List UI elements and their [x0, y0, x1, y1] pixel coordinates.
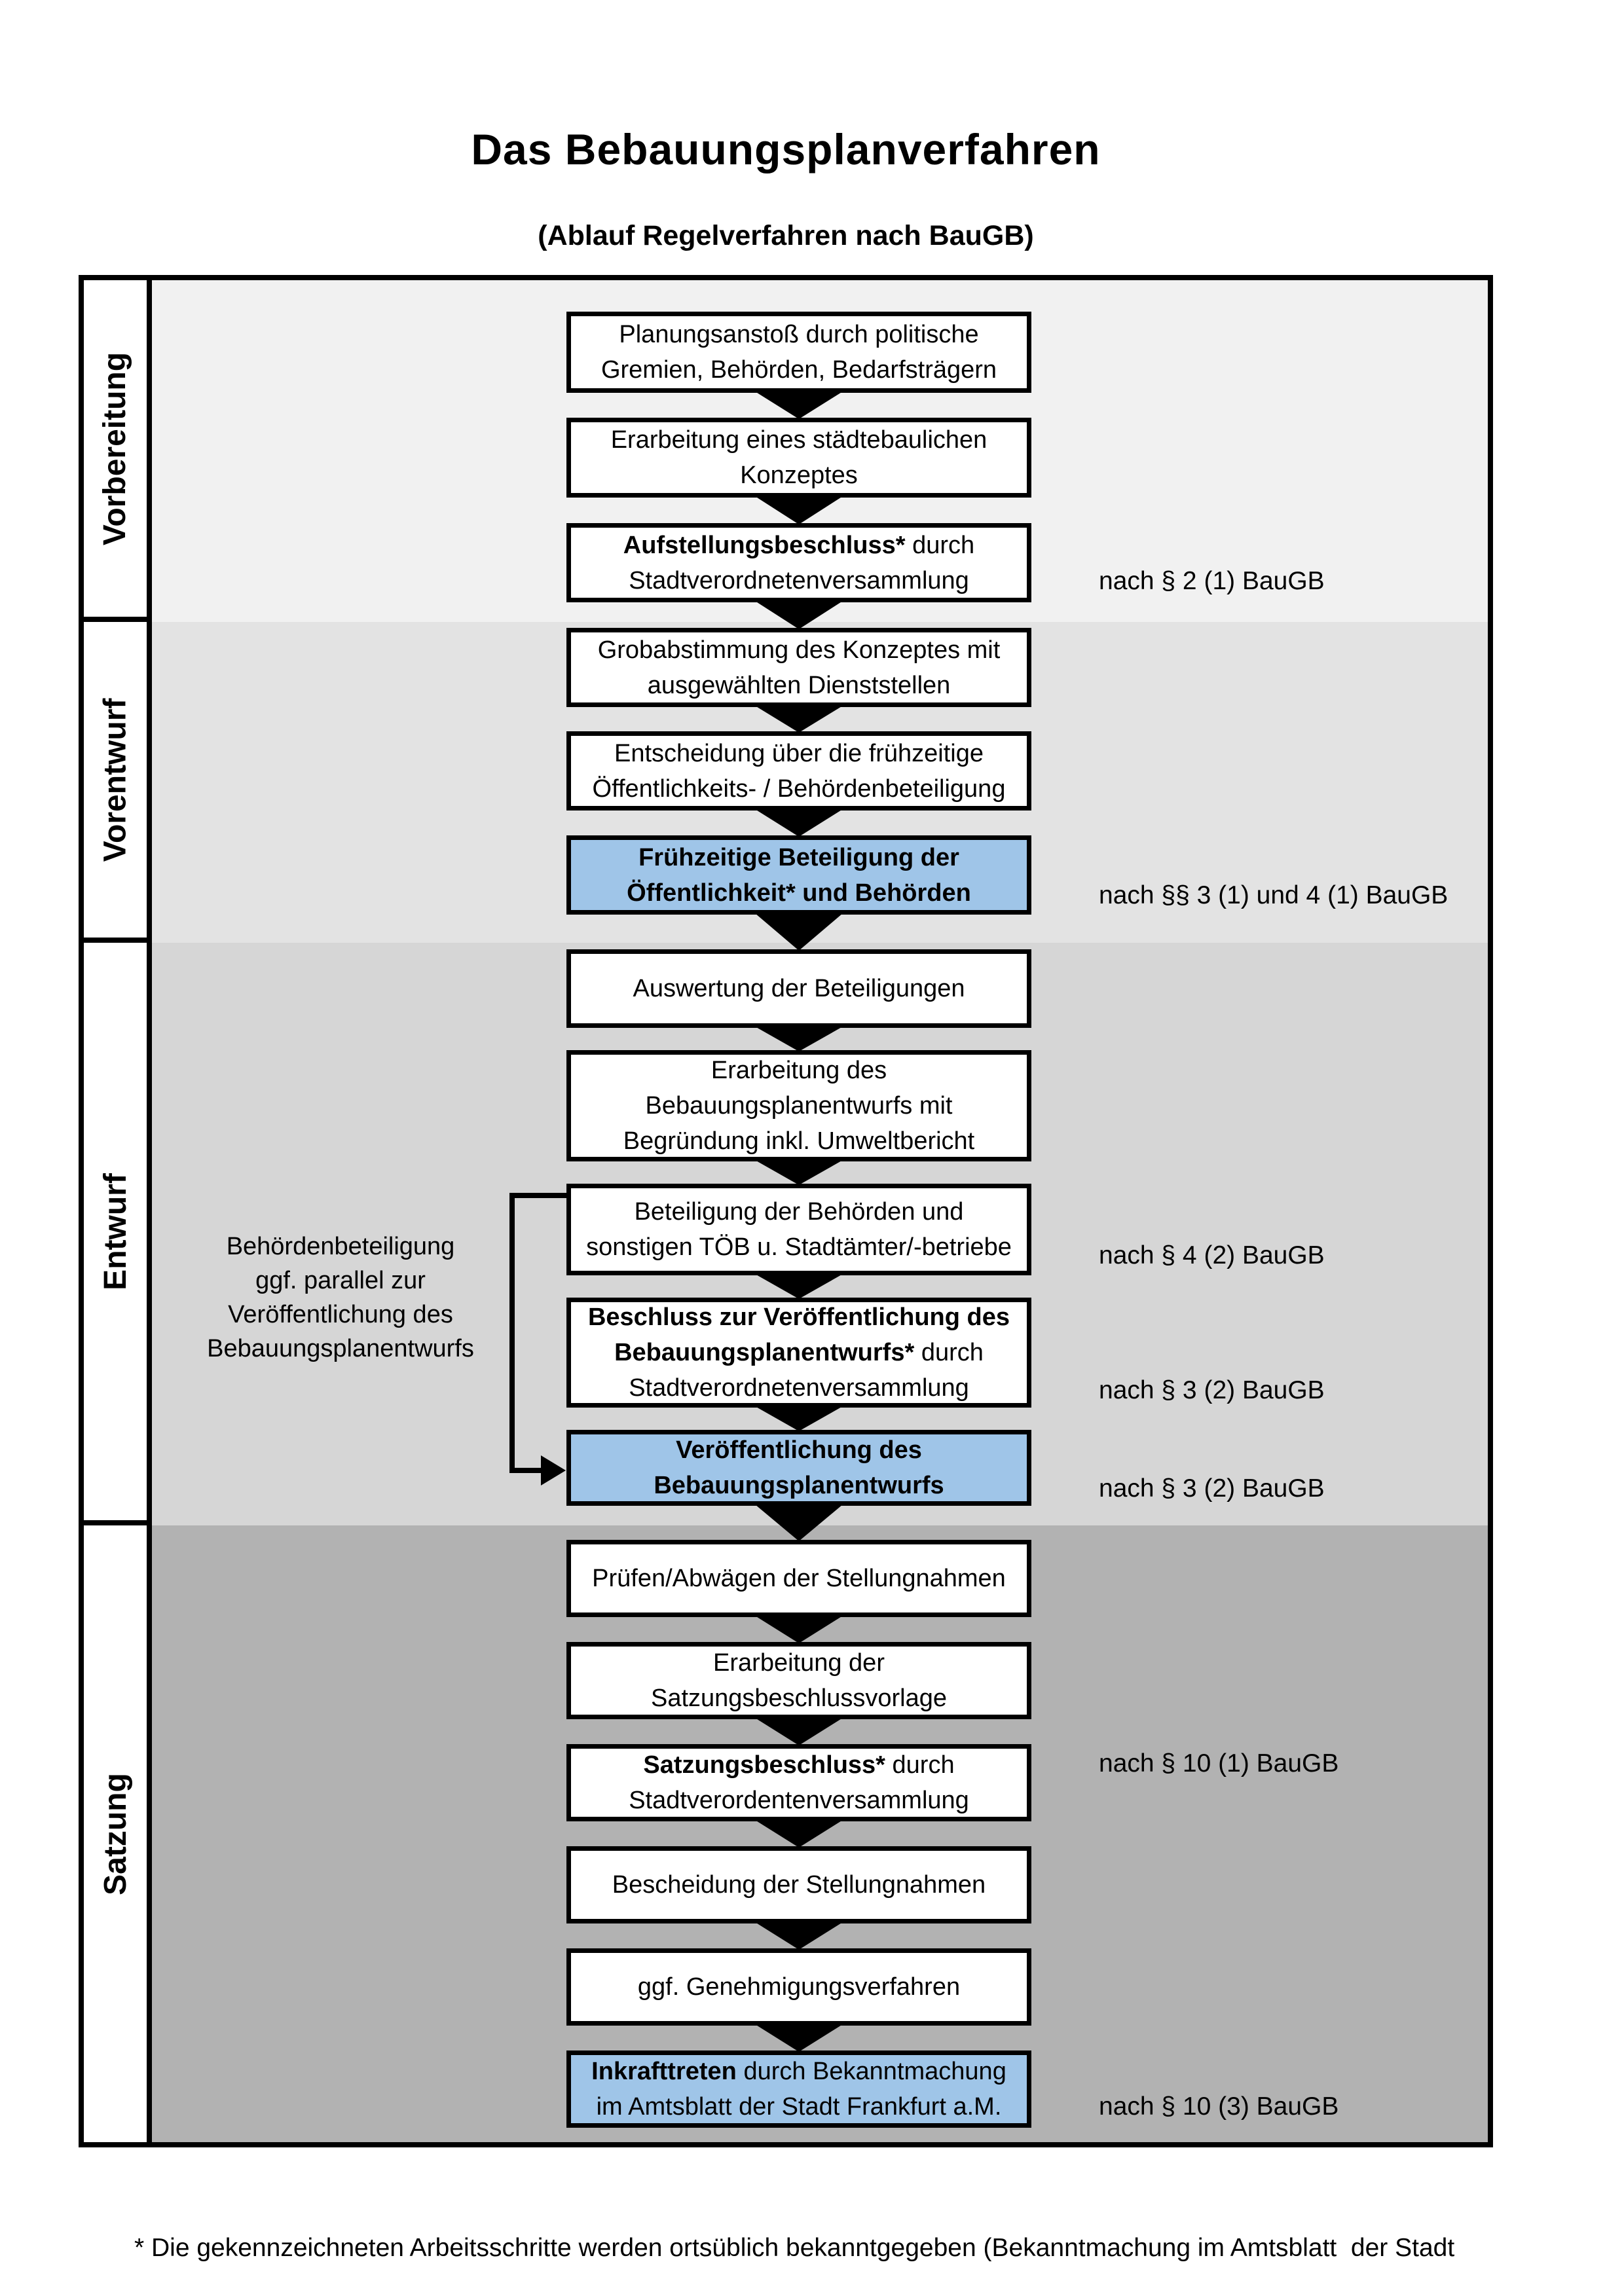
parallel-connector-bottom-segment [509, 1468, 544, 1473]
section-label-vorentwurf: Vorentwurf [98, 698, 133, 862]
flow-box-pruefen-abwaegen: Prüfen/Abwägen der Stellungnahmen [566, 1540, 1031, 1617]
section-label-vorbereitung: Vorbereitung [98, 352, 133, 545]
down-arrow-icon [755, 1027, 843, 1051]
legal-ref: nach § 4 (2) BauGB [1099, 1241, 1325, 1269]
legal-ref: nach § 3 (2) BauGB [1099, 1376, 1325, 1404]
down-arrow-icon [755, 706, 843, 733]
side-note-line: ggf. parallel zur [255, 1267, 426, 1294]
footnote: * Die gekennzeichneten Arbeitsschritte w… [134, 2158, 1522, 2296]
side-note: Behördenbeteiligung ggf. parallel zur Ve… [190, 1230, 491, 1366]
down-arrow-icon [755, 1406, 843, 1431]
down-arrow-icon [755, 809, 843, 837]
footnote-line: * Die gekennzeichneten Arbeitsschritte w… [134, 2234, 1455, 2262]
down-arrow-icon [755, 392, 843, 419]
legal-ref: nach § 10 (3) BauGB [1099, 2092, 1339, 2121]
legal-ref: nach §§ 3 (1) und 4 (1) BauGB [1099, 881, 1449, 909]
down-arrow-icon [755, 2024, 843, 2052]
section-label-cell-entwurf: Entwurf [84, 943, 152, 1525]
down-arrow-icon [755, 1160, 843, 1185]
down-arrow-icon [755, 1718, 843, 1745]
page-subtitle: (Ablauf Regelverfahren nach BauGB) [538, 220, 1034, 251]
flow-box-genehmigungsverfahren: ggf. Genehmigungsverfahren [566, 1948, 1031, 2026]
down-arrow-icon [755, 601, 843, 629]
flow-box-auswertung-beteiligungen: Auswertung der Beteiligungen [566, 949, 1031, 1028]
side-note-line: Veröffentlichung des [228, 1301, 453, 1328]
parallel-connector-vertical-segment [509, 1193, 515, 1470]
section-label-cell-vorbereitung: Vorbereitung [84, 280, 152, 622]
down-arrow-icon [755, 1820, 843, 1848]
right-arrow-icon [541, 1455, 566, 1485]
legal-ref: nach § 3 (2) BauGB [1099, 1474, 1325, 1503]
parallel-connector-top-segment [509, 1193, 566, 1198]
down-arrow-icon [755, 1504, 843, 1541]
section-label-entwurf: Entwurf [98, 1173, 133, 1290]
legal-ref: nach § 2 (1) BauGB [1099, 567, 1325, 595]
down-arrow-icon [755, 1922, 843, 1950]
section-label-satzung: Satzung [98, 1772, 133, 1895]
down-arrow-icon [755, 913, 843, 951]
legal-ref: nach § 10 (1) BauGB [1099, 1749, 1339, 1777]
section-label-cell-satzung: Satzung [84, 1525, 152, 2142]
down-arrow-icon [755, 1616, 843, 1643]
down-arrow-icon [755, 496, 843, 524]
page-title: Das Bebauungsplanverfahren [471, 125, 1101, 173]
down-arrow-icon [755, 1274, 843, 1299]
side-note-line: Behördenbeteiligung [226, 1233, 455, 1260]
side-note-line: Bebauungsplanentwurfs [207, 1335, 474, 1362]
phase-label-column: Vorbereitung Vorentwurf Entwurf Satzung [84, 280, 152, 2142]
flow-box-bescheidung-stellungnahmen: Bescheidung der Stellungnahmen [566, 1846, 1031, 1923]
section-label-cell-vorentwurf: Vorentwurf [84, 622, 152, 943]
